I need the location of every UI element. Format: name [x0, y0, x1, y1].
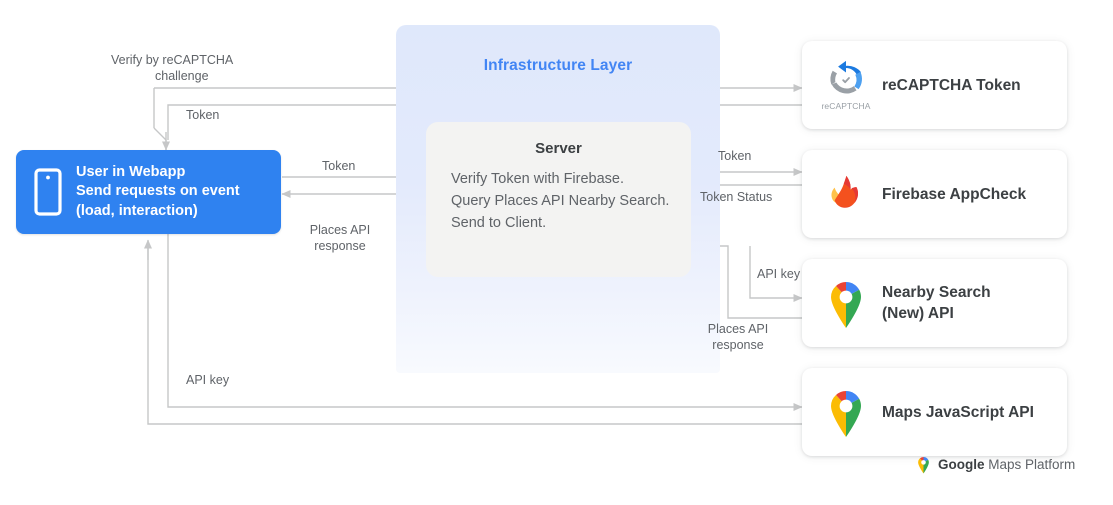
google-maps-platform-footer: Google Maps Platform	[916, 455, 1075, 474]
label-token-to-firebase: Token	[718, 149, 752, 163]
google-maps-pin-icon	[831, 281, 862, 328]
wire-mapsjs-to-client-return	[147, 242, 802, 425]
google-maps-pin-icon	[831, 390, 862, 437]
service-card-nearby-search[interactable]: Nearby Search (New) API	[802, 259, 1067, 347]
user-in-webapp-text: User in Webapp Send requests on event (l…	[76, 163, 240, 222]
webapp-line-1: User in Webapp	[76, 163, 186, 180]
server-title: Server	[535, 140, 582, 157]
wire-client-to-mapsjs-apikey	[167, 234, 803, 411]
service-card-recaptcha[interactable]: reCAPTCHA reCAPTCHA Token	[802, 41, 1067, 129]
label-verify-line1: Verify by reCAPTCHA	[111, 53, 234, 67]
label-places-response-from-nearby: Places API response	[707, 322, 769, 352]
wire-server-to-nearby-apikey	[749, 246, 803, 302]
recaptcha-logo: reCAPTCHA	[818, 60, 874, 111]
infrastructure-layer-title: Infrastructure Layer	[483, 57, 633, 74]
brand-google: Google	[938, 457, 985, 472]
label-token-status-from-firebase: Token Status	[700, 190, 773, 204]
nearby-search-logo	[818, 277, 874, 329]
label-token-client-to-server: Token	[322, 159, 356, 173]
webapp-line-3: (load, interaction)	[76, 202, 198, 219]
service-card-maps-javascript[interactable]: Maps JavaScript API	[802, 368, 1067, 456]
maps-javascript-logo	[818, 386, 874, 438]
recaptcha-wordmark: reCAPTCHA	[821, 100, 871, 111]
label-token-to-client: Token	[186, 108, 220, 122]
google-maps-pin-icon	[918, 456, 929, 474]
label-verify-line2: challenge	[155, 69, 209, 83]
brand-maps-platform: Maps Platform	[984, 457, 1076, 472]
firebase-logo	[818, 172, 874, 216]
label-api-key-to-maps-javascript: API key	[186, 373, 230, 387]
service-label-firebase: Firebase AppCheck	[882, 185, 1027, 203]
label-verify-by-recaptcha: Verify by reCAPTCHA challenge	[111, 52, 233, 84]
service-card-firebase[interactable]: Firebase AppCheck	[802, 150, 1067, 238]
user-in-webapp-box[interactable]: User in Webapp Send requests on event (l…	[16, 150, 281, 234]
phone-icon	[34, 168, 62, 216]
service-label-nearby-search: Nearby Search (New) API	[882, 284, 991, 322]
firebase-flame-icon	[831, 175, 859, 208]
wire-verify-elbow	[153, 127, 167, 150]
server-description: Verify Token with Firebase. Query Places…	[451, 171, 670, 231]
label-api-key-to-nearby: API key	[757, 267, 801, 281]
service-label-maps-javascript: Maps JavaScript API	[882, 403, 1034, 421]
webapp-line-2: Send requests on event	[76, 183, 240, 200]
recaptcha-icon	[830, 60, 862, 93]
label-places-response-to-client: Places API response	[309, 223, 371, 253]
google-maps-platform-wordmark: Google Maps Platform	[938, 457, 1075, 472]
service-label-recaptcha: reCAPTCHA Token	[882, 76, 1021, 94]
server-card	[426, 122, 691, 277]
